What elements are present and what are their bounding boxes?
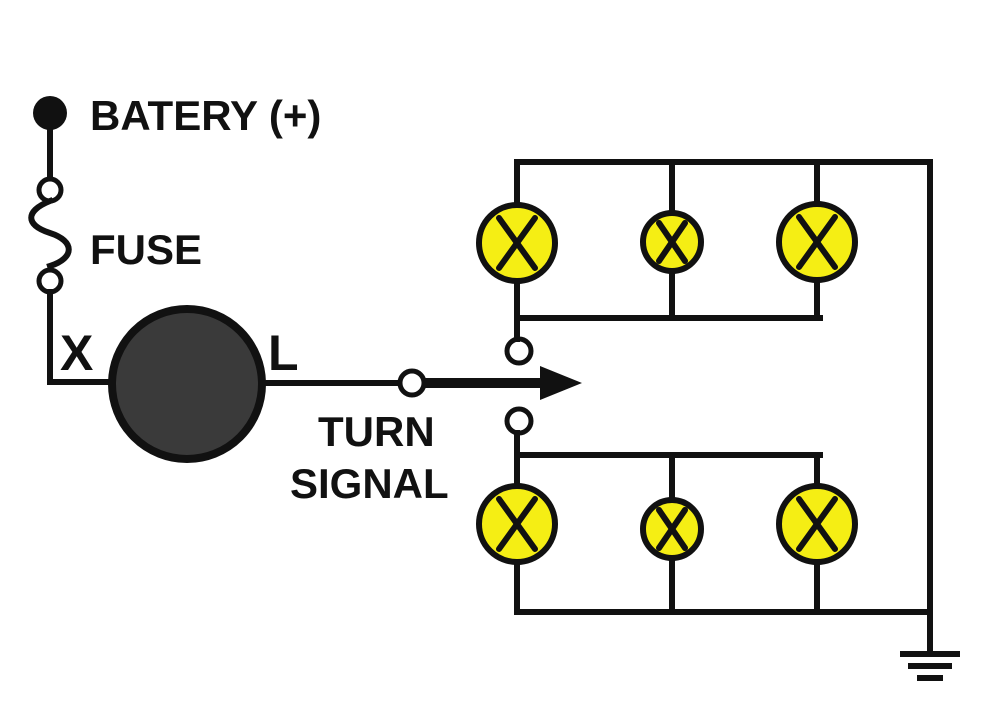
- switch-contact-upper: [504, 336, 534, 366]
- flasher-l-label: L: [268, 325, 299, 381]
- lamp-icon: [476, 202, 558, 284]
- ground-icon: [900, 609, 960, 681]
- turn-signal-switch-icon[interactable]: [397, 366, 582, 400]
- lamp-icon: [476, 483, 558, 565]
- lamp-icon: [776, 201, 858, 283]
- turn-signal-label-line2: SIGNAL: [290, 460, 449, 507]
- fuse-label: FUSE: [90, 226, 202, 273]
- upper-lamp-wiring: [514, 159, 933, 615]
- wire-fuse-flasher: [47, 289, 115, 385]
- battery-label: BATERY (+): [90, 92, 321, 139]
- lower-lamp-wiring: [514, 430, 933, 615]
- lamp-icon: [640, 497, 704, 561]
- lamp-icon: [776, 483, 858, 565]
- turn-signal-label-line1: TURN: [318, 408, 435, 455]
- fuse-icon: [28, 176, 72, 295]
- flasher-unit-icon: [108, 305, 266, 463]
- lamp-icon: [640, 210, 704, 274]
- flasher-x-label: X: [60, 325, 93, 381]
- switch-contact-lower: [504, 406, 534, 436]
